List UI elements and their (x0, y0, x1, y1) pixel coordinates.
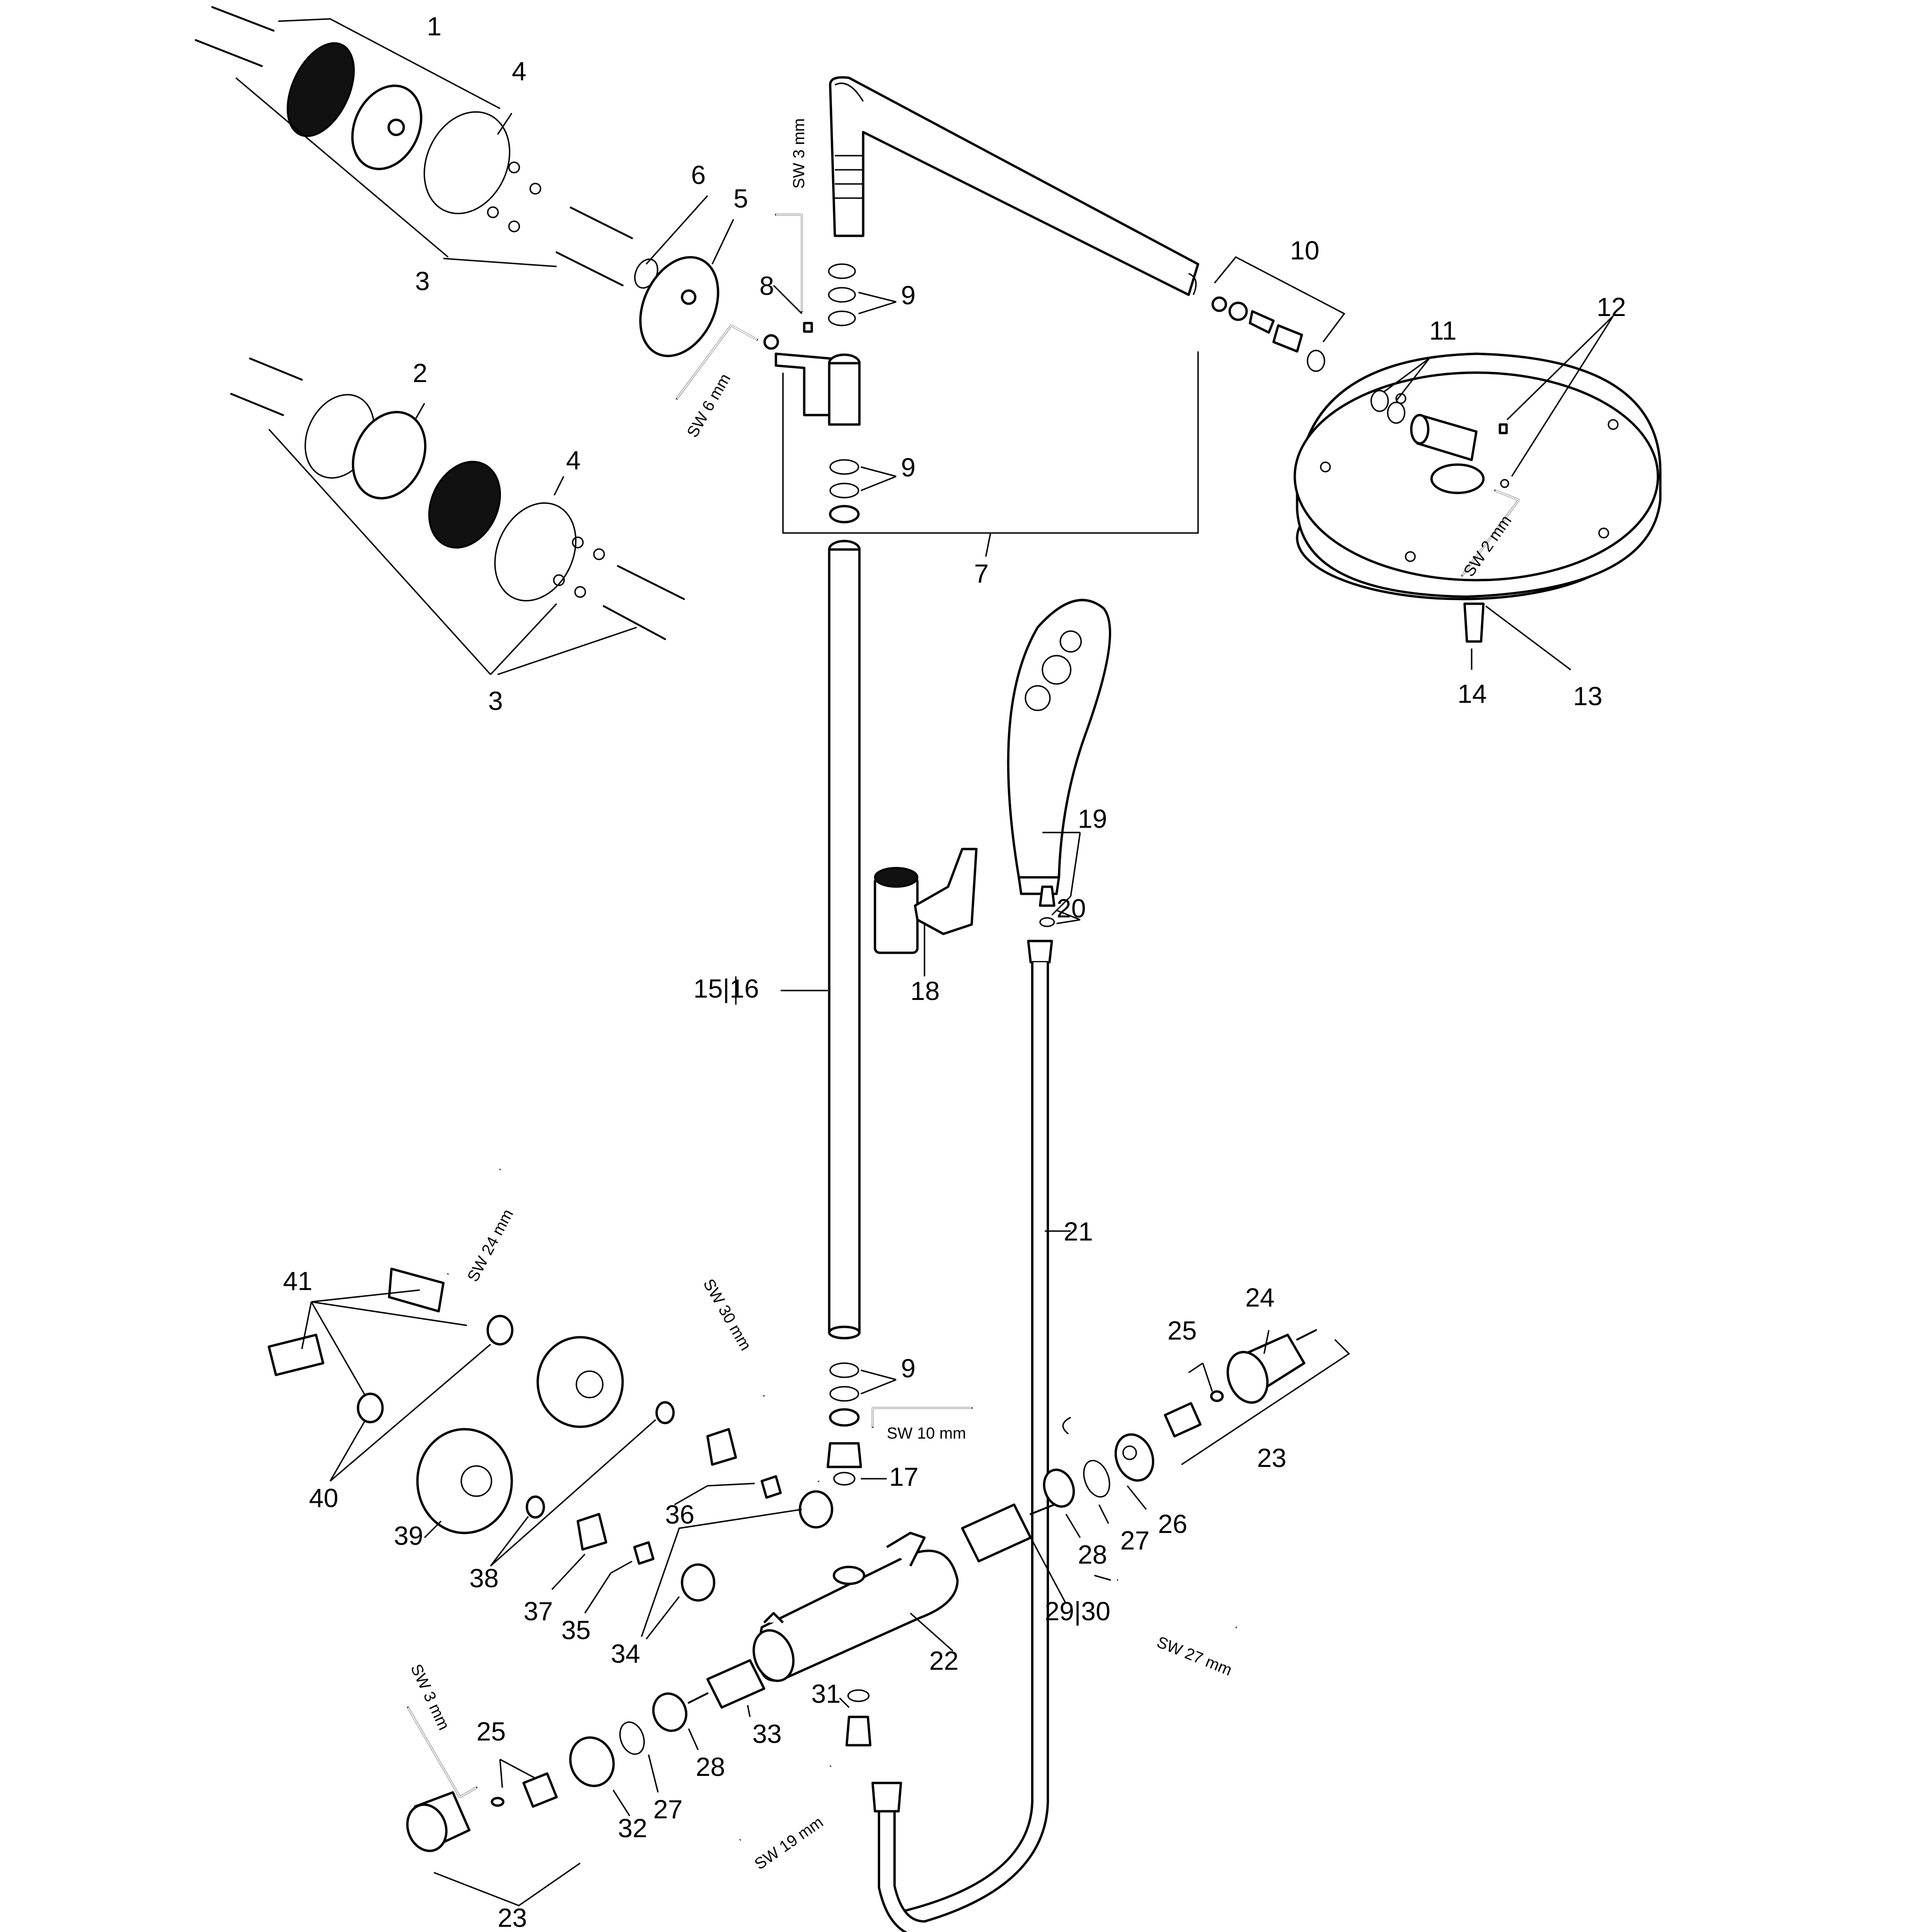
label-sw3-top: SW 3 mm (790, 118, 808, 189)
callout-4-upper: 4 (512, 56, 526, 86)
callout-25-right: 25 (1167, 1316, 1197, 1345)
callout-21: 21 (1064, 1216, 1093, 1246)
callout-37: 37 (524, 1596, 553, 1626)
callout-39: 39 (394, 1521, 423, 1550)
label-sw6: SW 6 mm (683, 371, 734, 441)
callout-41: 41 (283, 1266, 312, 1296)
callout-25-left: 25 (476, 1716, 506, 1746)
callout-33: 33 (752, 1719, 782, 1749)
wall-mount-upper (195, 6, 633, 286)
callout-34: 34 (611, 1639, 640, 1668)
callout-14: 14 (1457, 679, 1487, 708)
callout-10: 10 (1290, 235, 1319, 265)
callout-12: 12 (1597, 292, 1626, 322)
callout-4-lower: 4 (566, 445, 581, 475)
callout-23-left: 23 (498, 1903, 527, 1932)
callout-18: 18 (910, 976, 940, 1006)
callout-17: 17 (889, 1462, 918, 1491)
callout-9-middle: 9 (901, 452, 916, 482)
label-sw3-bottom: SW 3 mm (407, 1661, 453, 1732)
callout-3-upper: 3 (415, 266, 430, 296)
callout-31: 31 (811, 1679, 841, 1708)
callout-9-lower: 9 (901, 1353, 916, 1383)
callout-35: 35 (561, 1615, 591, 1645)
callout-28-right: 28 (1078, 1540, 1107, 1569)
wall-disc (634, 195, 734, 358)
callout-24: 24 (1245, 1282, 1274, 1312)
shower-arm-assembly (735, 76, 1199, 1340)
callout-20: 20 (1057, 893, 1086, 923)
label-sw27: SW 27 mm (1154, 1633, 1234, 1679)
callout-27-right: 27 (1120, 1525, 1149, 1555)
callout-29-30: 29|30 (1045, 1596, 1110, 1626)
callout-6: 6 (691, 160, 706, 190)
label-sw30: SW 30 mm (700, 1276, 755, 1354)
callout-22: 22 (929, 1646, 958, 1675)
callout-36: 36 (665, 1499, 694, 1529)
connector-10 (1211, 256, 1346, 372)
callout-2: 2 (413, 358, 427, 388)
right-handle-group (1043, 1329, 1350, 1629)
callout-11: 11 (1429, 316, 1457, 345)
callout-28-left: 28 (696, 1752, 725, 1782)
callout-9-upper: 9 (901, 280, 916, 310)
label-sw10: SW 10 mm (887, 1424, 966, 1442)
hand-shower (1007, 599, 1111, 927)
shower-hose (871, 940, 1071, 1932)
callout-23-right: 23 (1257, 1443, 1286, 1473)
hex-key-sw6 (676, 325, 758, 400)
callout-19: 19 (1078, 804, 1107, 833)
callout-32: 32 (618, 1813, 647, 1843)
hex-key-sw3-top (775, 214, 803, 312)
callout-40: 40 (309, 1483, 338, 1513)
callout-numbers: 1 2 3 3 4 4 5 6 7 8 9 9 9 10 11 12 13 14… (283, 11, 1626, 1932)
callout-1: 1 (427, 11, 441, 41)
thermostat-body (752, 1503, 1067, 1747)
slider-18 (874, 848, 978, 976)
callout-15-16: 15|16 (693, 974, 759, 1003)
tool-size-labels: SW 3 mm SW 6 mm SW 2 mm SW 24 mm SW 30 m… (407, 118, 1515, 1874)
callout-13: 13 (1573, 681, 1602, 711)
callout-27-left: 27 (653, 1794, 683, 1824)
overhead-shower (1293, 315, 1662, 671)
callout-26: 26 (1158, 1509, 1187, 1539)
left-handle-group (406, 1659, 832, 1907)
wall-mount-lower (230, 358, 685, 675)
callout-3-lower: 3 (488, 686, 503, 716)
callout-8: 8 (759, 271, 774, 300)
label-sw24: SW 24 mm (464, 1206, 517, 1284)
callout-5: 5 (733, 183, 748, 213)
left-fittings-group (267, 1169, 973, 1640)
callout-7: 7 (974, 558, 989, 588)
callout-38: 38 (469, 1563, 499, 1593)
